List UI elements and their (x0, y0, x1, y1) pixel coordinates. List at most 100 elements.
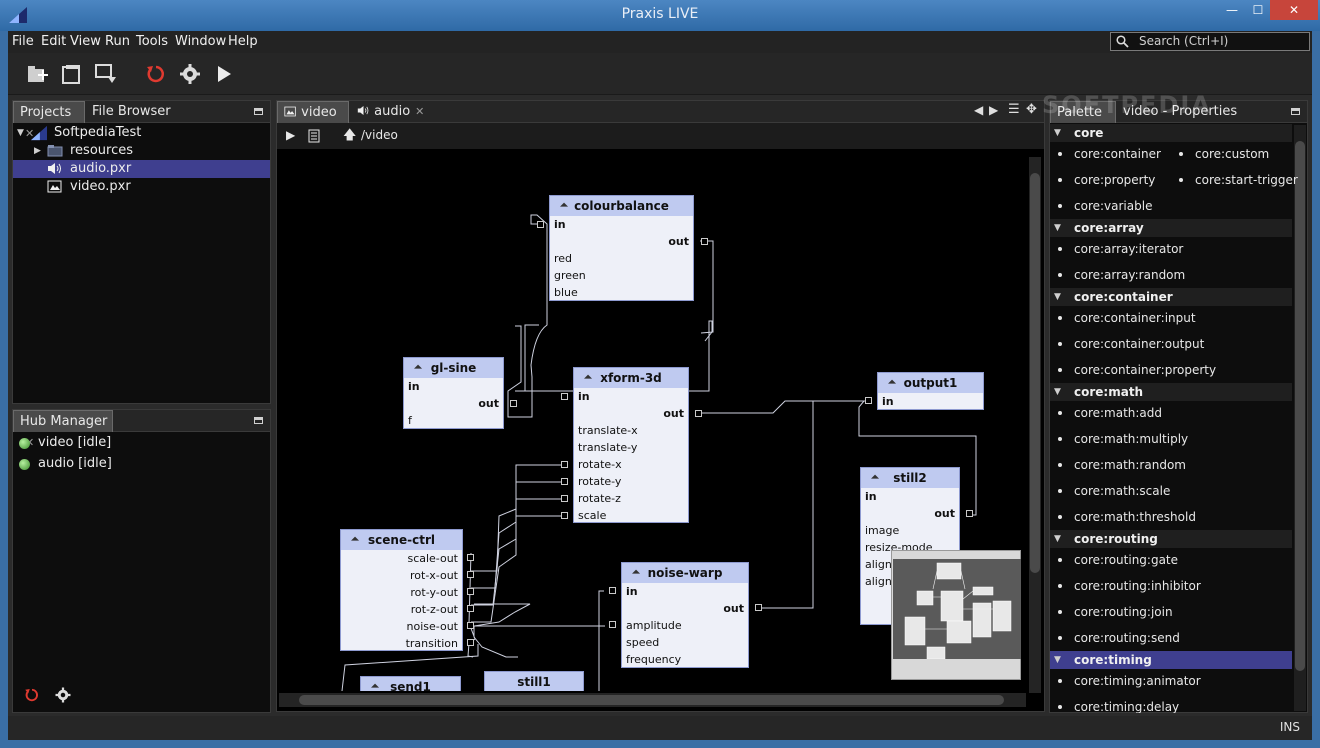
port-pin[interactable] (537, 221, 544, 228)
node-header[interactable]: ⏶xform-3d (574, 368, 688, 388)
palette-item[interactable]: core:container:output (1050, 334, 1204, 354)
tree-item-resources[interactable]: ▶ resources (13, 142, 270, 160)
minimize-panel-icon[interactable] (254, 417, 263, 424)
minimize-window-button[interactable]: — (1226, 3, 1238, 17)
palette-item[interactable]: core:variable (1050, 196, 1152, 216)
palette-item[interactable]: core:routing:gate (1050, 550, 1178, 570)
node-header[interactable]: ⏶noise-warp (622, 563, 748, 583)
expand-triangle-icon[interactable]: ▼ (17, 128, 24, 138)
port-out[interactable]: out (668, 235, 689, 248)
palette-category-core-timing[interactable]: ▼core:timing (1050, 651, 1292, 669)
port-pin[interactable] (467, 588, 474, 595)
maximize-editor-icon[interactable]: ✥ (1026, 102, 1037, 117)
port-in[interactable]: in (578, 390, 590, 403)
palette-item[interactable]: core:routing:send (1050, 628, 1180, 648)
graph-minimap[interactable] (891, 550, 1021, 680)
node-scene-ctrl[interactable]: ⏶scene-ctrl scale-out rot-x-out rot-y-ou… (340, 529, 463, 651)
palette-item[interactable]: core:array:iterator (1050, 239, 1183, 259)
tree-item-video-pxr[interactable]: video.pxr (13, 178, 270, 196)
port-pin[interactable] (695, 410, 702, 417)
port-in[interactable]: in (554, 218, 566, 231)
port-pin[interactable] (467, 639, 474, 646)
collapse-icon[interactable]: ⏶ (888, 377, 896, 388)
palette-item[interactable]: core:container:property (1050, 360, 1216, 380)
palette-item[interactable]: core:math:scale (1050, 481, 1170, 501)
collapse-triangle-icon[interactable]: ▼ (1054, 387, 1061, 397)
palette-item[interactable]: core:routing:inhibitor (1050, 576, 1201, 596)
maximize-window-button[interactable]: ☐ (1252, 3, 1264, 17)
document-list-icon[interactable]: ☰ (1008, 102, 1020, 117)
node-header[interactable]: ⏶scene-ctrl (341, 530, 462, 550)
tab-palette[interactable]: Palette✕ (1050, 101, 1116, 140)
port-in[interactable]: in (408, 380, 420, 393)
palette-scrollbar[interactable] (1294, 125, 1306, 711)
menu-view[interactable]: View (70, 34, 101, 49)
collapse-icon[interactable]: ⏶ (560, 200, 568, 211)
node-header[interactable]: still1 (485, 672, 583, 691)
port-out[interactable]: out (723, 602, 744, 615)
close-icon[interactable]: ✕ (415, 105, 425, 118)
scroll-right-icon[interactable]: ▶ (989, 103, 999, 117)
port-pin[interactable] (966, 510, 973, 517)
port-rot-z-out[interactable]: rot-z-out (410, 603, 458, 616)
port-align-y[interactable]: align- (865, 575, 896, 588)
port-pin[interactable] (609, 621, 616, 628)
port-translate-y[interactable]: translate-y (578, 441, 638, 454)
vertical-scroll-thumb[interactable] (1030, 173, 1040, 573)
node-still1[interactable]: still1 (484, 671, 584, 691)
collapse-icon[interactable]: ⏶ (584, 372, 592, 383)
properties-icon[interactable] (308, 129, 320, 143)
collapse-icon[interactable]: ⏶ (351, 534, 359, 545)
tree-item-audio-pxr[interactable]: audio.pxr (13, 160, 270, 178)
port-image[interactable]: image (865, 524, 900, 537)
scroll-left-icon[interactable]: ◀ (974, 103, 984, 117)
hub-item-audio[interactable]: audio [idle] (13, 455, 270, 473)
palette-item[interactable]: core:math:multiply (1050, 429, 1188, 449)
collapse-triangle-icon[interactable]: ▼ (1054, 292, 1061, 302)
port-in[interactable]: in (626, 585, 638, 598)
reset-icon[interactable] (144, 62, 168, 86)
port-align-x[interactable]: align- (865, 558, 896, 571)
port-out[interactable]: out (934, 507, 955, 520)
port-pin[interactable] (561, 393, 568, 400)
open-project-icon[interactable] (60, 62, 84, 86)
menu-run[interactable]: Run (105, 34, 130, 49)
palette-category-core-container[interactable]: ▼core:container (1050, 288, 1292, 306)
node-header[interactable]: ⏶output1 (878, 373, 983, 393)
palette-item[interactable]: core:start-trigger (1171, 170, 1298, 190)
palette-scroll-thumb[interactable] (1295, 141, 1305, 671)
palette-category-core[interactable]: ▼core (1050, 124, 1292, 142)
collapse-triangle-icon[interactable]: ▼ (1054, 128, 1061, 138)
palette-category-core-math[interactable]: ▼core:math (1050, 383, 1292, 401)
port-pin[interactable] (561, 495, 568, 502)
port-pin[interactable] (510, 400, 517, 407)
minimize-panel-icon[interactable] (254, 108, 263, 115)
port-rotate-z[interactable]: rotate-z (578, 492, 621, 505)
restart-hub-icon[interactable] (23, 686, 41, 704)
port-in[interactable]: in (882, 395, 894, 408)
play-icon[interactable]: ▶ (286, 128, 296, 142)
node-noise-warp[interactable]: ⏶noise-warp in out amplitude speed frequ… (621, 562, 749, 668)
menu-edit[interactable]: Edit (41, 34, 67, 49)
tree-item-project[interactable]: ▼ SoftpediaTest (13, 124, 270, 142)
graph-canvas[interactable]: ⏶colourbalance in out red green blue ⏶gl… (279, 151, 1026, 691)
port-scale[interactable]: scale (578, 509, 607, 522)
collapse-triangle-icon[interactable]: ▼ (1054, 655, 1061, 665)
search-input[interactable]: Search (Ctrl+I) (1110, 32, 1310, 51)
port-rotate-y[interactable]: rotate-y (578, 475, 622, 488)
node-header[interactable]: ⏶colourbalance (550, 196, 693, 216)
palette-item[interactable]: core:math:threshold (1050, 507, 1196, 527)
port-frequency[interactable]: frequency (626, 653, 682, 666)
port-rotate-x[interactable]: rotate-x (578, 458, 622, 471)
tab-audio-editor[interactable]: audio✕ (351, 101, 427, 123)
port-pin[interactable] (701, 238, 708, 245)
minimize-panel-icon[interactable] (1291, 108, 1300, 115)
port-transition[interactable]: transition (405, 637, 458, 650)
palette-item[interactable]: core:math:add (1050, 403, 1162, 423)
run-icon[interactable] (212, 62, 236, 86)
port-translate-x[interactable]: translate-x (578, 424, 638, 437)
vertical-scrollbar[interactable] (1029, 157, 1041, 693)
menu-tools[interactable]: Tools (136, 34, 169, 49)
port-pin[interactable] (755, 604, 762, 611)
palette-item[interactable]: core:array:random (1050, 265, 1185, 285)
